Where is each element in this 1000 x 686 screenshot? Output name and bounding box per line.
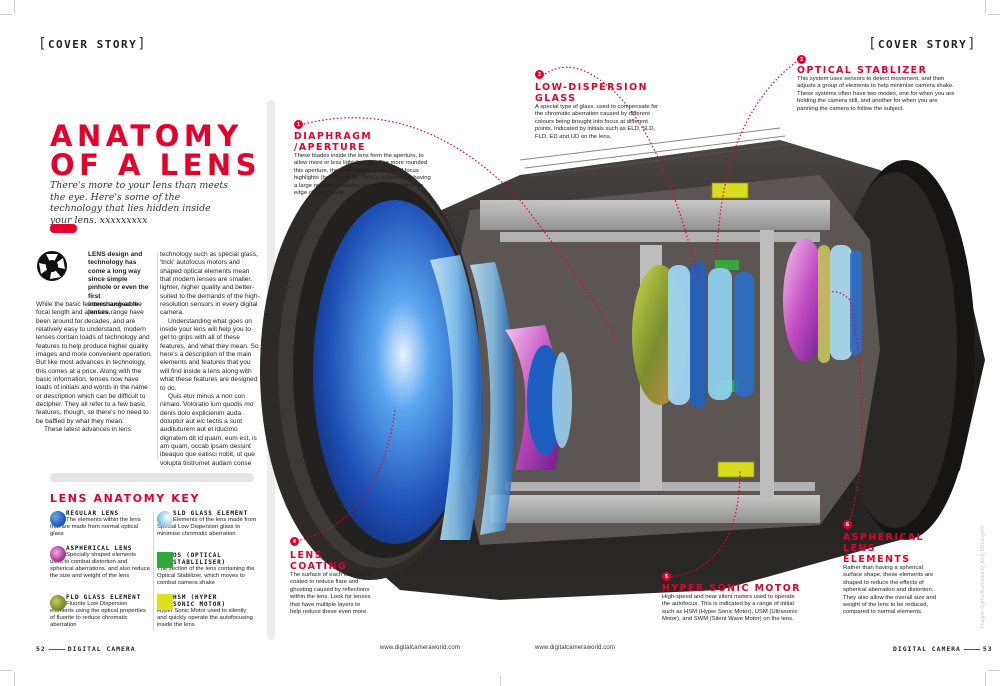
callout-title: DIAPHRAGM /APERTURE: [294, 131, 373, 153]
folio-right: DIGITAL CAMERA 53: [893, 645, 993, 653]
headline-line-2: OF A LENS: [50, 148, 262, 182]
callout-lens-coating: 4 LENS COATING The surface of each eleme…: [290, 537, 372, 616]
column-divider: [157, 252, 158, 460]
callout-diaphragm: 1 DIAPHRAGM /APERTURE These blades insid…: [294, 120, 434, 197]
folio-left: 52 DIGITAL CAMERA: [36, 645, 136, 653]
callout-title-line-1: ASPHERICAL: [843, 532, 924, 543]
callout-optical-stabilizer: 3 OPTICAL STABLIZER This system uses sen…: [797, 55, 957, 113]
key-item-name: HSM (HYPER SONIC MOTOR): [173, 594, 226, 608]
callout-number-badge: 2: [535, 70, 544, 79]
key-item-name: SLD GLASS ELEMENT: [173, 510, 249, 517]
folio-dash: [48, 648, 65, 650]
body-lead: LENS design and technology has come a lo…: [88, 251, 149, 317]
key-column-divider: [153, 512, 154, 630]
key-item-name: REGULAR LENS: [66, 510, 119, 517]
key-title: LENS ANATOMY KEY: [50, 492, 201, 505]
crop-mark: [985, 0, 986, 14]
crop-mark: [500, 676, 501, 686]
callout-text: A special type of glass, used to compens…: [535, 104, 659, 140]
crop-mark: [14, 0, 15, 14]
callout-text: High-speed and near silent motors used t…: [662, 594, 798, 623]
headline-line-1: ANATOMY: [50, 119, 243, 153]
red-accent-pill: [50, 224, 77, 233]
callout-title-line-2: COATING: [290, 561, 348, 572]
magazine-title: DIGITAL CAMERA: [893, 645, 961, 653]
body-column-1: While the basic features such as the foc…: [36, 301, 154, 435]
callout-text: This system uses sensors to detect movem…: [797, 76, 955, 112]
crop-mark: [0, 670, 12, 671]
body-column-2: technology such as special glass, 'trick…: [160, 251, 260, 468]
callout-title-line-2: LENS ELEMENTS: [843, 543, 911, 565]
body-paragraph: Understanding what goes on inside your l…: [160, 317, 259, 392]
key-item-name: OS (OPTICAL STABLILISER): [173, 552, 226, 566]
folio-dash: [963, 648, 980, 650]
key-item-hsm: HSM (HYPER SONIC MOTOR) Hyper Sonic Moto…: [157, 594, 257, 629]
key-item-name: FLD GLASS ELEMENT: [66, 594, 142, 601]
key-item-desc: Fluorite Low Dispersion elements using t…: [50, 601, 146, 628]
key-item-aspherical-lens: ASPHERICAL LENS Specially shaped element…: [50, 545, 150, 580]
hsm-swatch: [157, 594, 173, 610]
callout-aspherical-elements: 6 ASPHERICAL LENS ELEMENTS Rather than h…: [843, 520, 941, 617]
kicker-left: [COVER STORY]: [38, 36, 148, 52]
os-swatch: [157, 552, 173, 568]
callout-low-dispersion: 2 LOW-DISPERSION GLASS A special type of…: [535, 70, 665, 141]
callout-number-badge: 5: [662, 572, 671, 581]
crop-mark: [988, 14, 1000, 15]
website-url-right: www.digitalcameraworld.com: [535, 645, 615, 651]
key-item-desc: Hyper Sonic Motor used to silently and q…: [157, 608, 253, 628]
crop-mark: [985, 672, 986, 686]
sld-glass-swatch: [157, 511, 173, 527]
crop-mark: [14, 672, 15, 686]
key-item-fld-glass: FLD GLASS ELEMENT Fluorite Low Dispersio…: [50, 594, 150, 629]
body-paragraph: While the basic features such as the foc…: [36, 301, 152, 425]
callout-hyper-sonic-motor: 5 HYPER SONIC MOTOR High-speed and near …: [662, 572, 802, 624]
key-item-sld-glass: SLD GLASS ELEMENT Elements of the lens m…: [157, 510, 257, 538]
regular-lens-swatch: [50, 511, 66, 527]
magazine-title: DIGITAL CAMERA: [67, 645, 136, 653]
key-item-os: OS (OPTICAL STABLILISER) The section of …: [157, 552, 257, 587]
website-url-left: www.digitalcameraworld.com: [380, 645, 460, 651]
key-item-regular-lens: REGULAR LENS The elements within the len…: [50, 510, 150, 538]
callout-title: LOW-DISPERSION GLASS: [535, 82, 648, 104]
kicker-right: [COVER STORY]: [868, 36, 978, 52]
callout-title: OPTICAL STABLIZER: [797, 65, 928, 76]
callout-title-line-1: LENS: [290, 550, 323, 561]
callout-number-badge: 6: [843, 520, 852, 529]
callout-number-badge: 4: [290, 537, 299, 546]
key-separator-bar: [50, 473, 254, 482]
crop-mark: [988, 670, 1000, 671]
crop-mark: [0, 14, 12, 15]
fld-glass-swatch: [50, 595, 66, 611]
body-paragraph: Quis etur minus a non con nimaio. Volora…: [160, 392, 257, 467]
body-lead-wrap: LENS design and technology has come a lo…: [88, 251, 150, 318]
key-item-name: ASPHERICAL LENS: [66, 545, 133, 552]
image-credit: Images: Sigma/Illustrated by Andy McLaug…: [980, 525, 986, 628]
page-number: 53: [982, 645, 993, 653]
callout-number-badge: 3: [797, 55, 806, 64]
key-item-desc: The section of the lens containing the O…: [157, 566, 255, 586]
key-item-desc: Elements of the lens made from Special L…: [157, 517, 257, 537]
callout-text: These blades inside the lens form the ap…: [294, 153, 431, 197]
callout-number-badge: 1: [294, 120, 303, 129]
callout-text: Rather than having a spherical surface s…: [843, 565, 936, 616]
callout-text: The surface of each element is coated to…: [290, 572, 371, 616]
page-number: 52: [36, 645, 46, 653]
aperture-icon: [36, 250, 68, 282]
page-title: ANATOMY OF A LENS: [50, 122, 261, 180]
key-item-desc: The elements within the lens that are ma…: [50, 517, 141, 537]
callout-title: HYPER SONIC MOTOR: [662, 583, 801, 594]
aspherical-lens-swatch: [50, 546, 66, 562]
key-item-desc: Specially shaped elements used to combat…: [50, 552, 150, 579]
body-paragraph: technology such as special glass, 'trick…: [160, 251, 260, 317]
body-paragraph: These latest advances in lens: [44, 426, 131, 434]
standfirst: There's more to your lens than meets the…: [50, 180, 228, 226]
